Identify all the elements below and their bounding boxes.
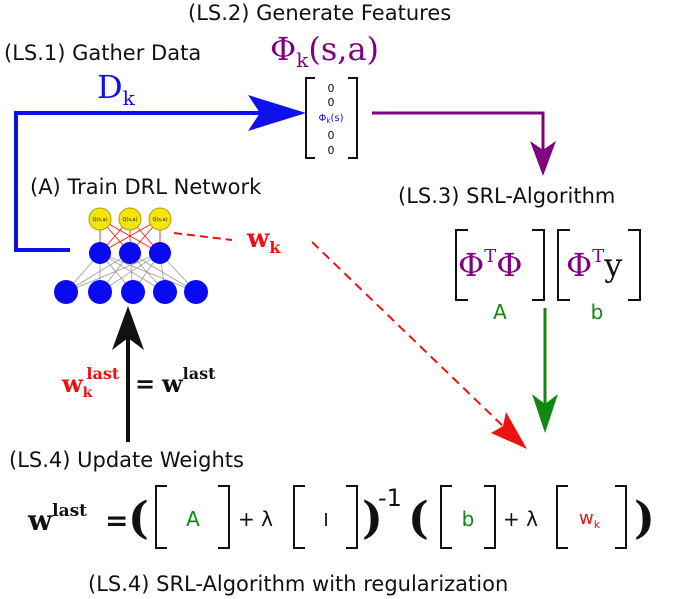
dk-label: Dk xyxy=(97,68,136,110)
q-label: Q(s,a) xyxy=(152,217,167,223)
bracket-wk xyxy=(556,485,627,549)
q-label: Q(s,a) xyxy=(92,217,107,223)
features-arrow xyxy=(372,111,545,150)
fv-zero-1: 0 xyxy=(328,82,335,95)
output-node xyxy=(148,207,172,231)
matrix-phity: ΦTy xyxy=(557,229,641,301)
bracket-i xyxy=(293,485,358,549)
eq-b: b xyxy=(462,507,475,531)
eq-a: A xyxy=(186,507,200,531)
bracket-a xyxy=(155,485,230,549)
gather-data-arrow xyxy=(14,111,292,252)
wk-dashed-connector xyxy=(173,232,233,241)
input-node xyxy=(153,280,177,304)
ls4-reg-label: (LS.4) SRL-Algorithm with regularization xyxy=(88,572,508,596)
q-label: Q(s,a) xyxy=(122,217,137,223)
update-arrowhead xyxy=(112,306,144,350)
plus-lambda-2: + λ xyxy=(503,507,538,531)
eq-wk: wk xyxy=(579,508,601,531)
feature-vector: 0 0 Φk(s) 0 0 xyxy=(305,77,358,159)
phit-phi: ΦTΦ xyxy=(458,246,522,284)
input-layer xyxy=(54,280,208,304)
b-label: b xyxy=(591,300,604,324)
wk-dashed-arrow xyxy=(311,241,508,431)
phit-y: ΦTy xyxy=(566,246,622,284)
a-label: A xyxy=(493,300,507,324)
gather-data-arrowhead xyxy=(248,95,306,131)
close-paren-2: ) xyxy=(634,493,655,544)
open-paren-1: ( xyxy=(128,493,149,544)
ls1-label: (LS.1) Gather Data xyxy=(4,41,201,65)
wk-dashed-arrowhead xyxy=(491,412,527,449)
inverse-exp: -1 xyxy=(378,484,402,512)
eq-i: I xyxy=(323,510,328,531)
ls3-label: (LS.3) SRL-Algorithm xyxy=(398,184,615,208)
output-node xyxy=(118,207,142,231)
equals-sign: = xyxy=(135,369,155,398)
matrix-phitphi: ΦTΦ xyxy=(455,229,545,301)
input-node xyxy=(184,280,208,304)
features-arrowhead xyxy=(530,141,556,176)
hidden-node xyxy=(149,242,171,264)
eq-equals: = xyxy=(105,504,128,537)
fv-zero-3: 0 xyxy=(328,129,335,142)
wk-label: wk xyxy=(246,224,281,257)
hidden-node xyxy=(119,242,141,264)
fv-zero-4: 0 xyxy=(328,144,335,157)
phi-heading: Φk(s,a) xyxy=(270,30,379,72)
input-node xyxy=(88,280,112,304)
open-paren-2: ( xyxy=(408,493,429,544)
fv-phi-entry: Φk(s) xyxy=(319,113,344,125)
input-node xyxy=(121,280,145,304)
hidden-node xyxy=(89,242,111,264)
regularization-equation: wlast = ( A + λ I ) -1 ( b + λ wk ) xyxy=(27,484,655,549)
input-node xyxy=(54,280,78,304)
w-last-lhs: wlast xyxy=(27,501,87,537)
output-node xyxy=(88,207,112,231)
neural-network: Q(s,a) Q(s,a) Q(s,a) xyxy=(54,207,208,304)
w-last-label: wlast xyxy=(161,364,216,398)
ls4-update-label: (LS.4) Update Weights xyxy=(9,448,244,472)
plus-lambda-1: + λ xyxy=(238,507,273,531)
srl-arrowhead xyxy=(532,394,558,433)
output-layer: Q(s,a) Q(s,a) Q(s,a) xyxy=(88,207,172,231)
ls2-label: (LS.2) Generate Features xyxy=(188,1,451,25)
close-paren-1: ) xyxy=(362,493,383,544)
train-label: (A) Train DRL Network xyxy=(30,175,262,199)
fv-zero-2: 0 xyxy=(328,96,335,109)
bracket-b xyxy=(440,485,496,549)
wk-last-label: wklast xyxy=(61,364,120,401)
hidden-layer xyxy=(89,242,171,264)
